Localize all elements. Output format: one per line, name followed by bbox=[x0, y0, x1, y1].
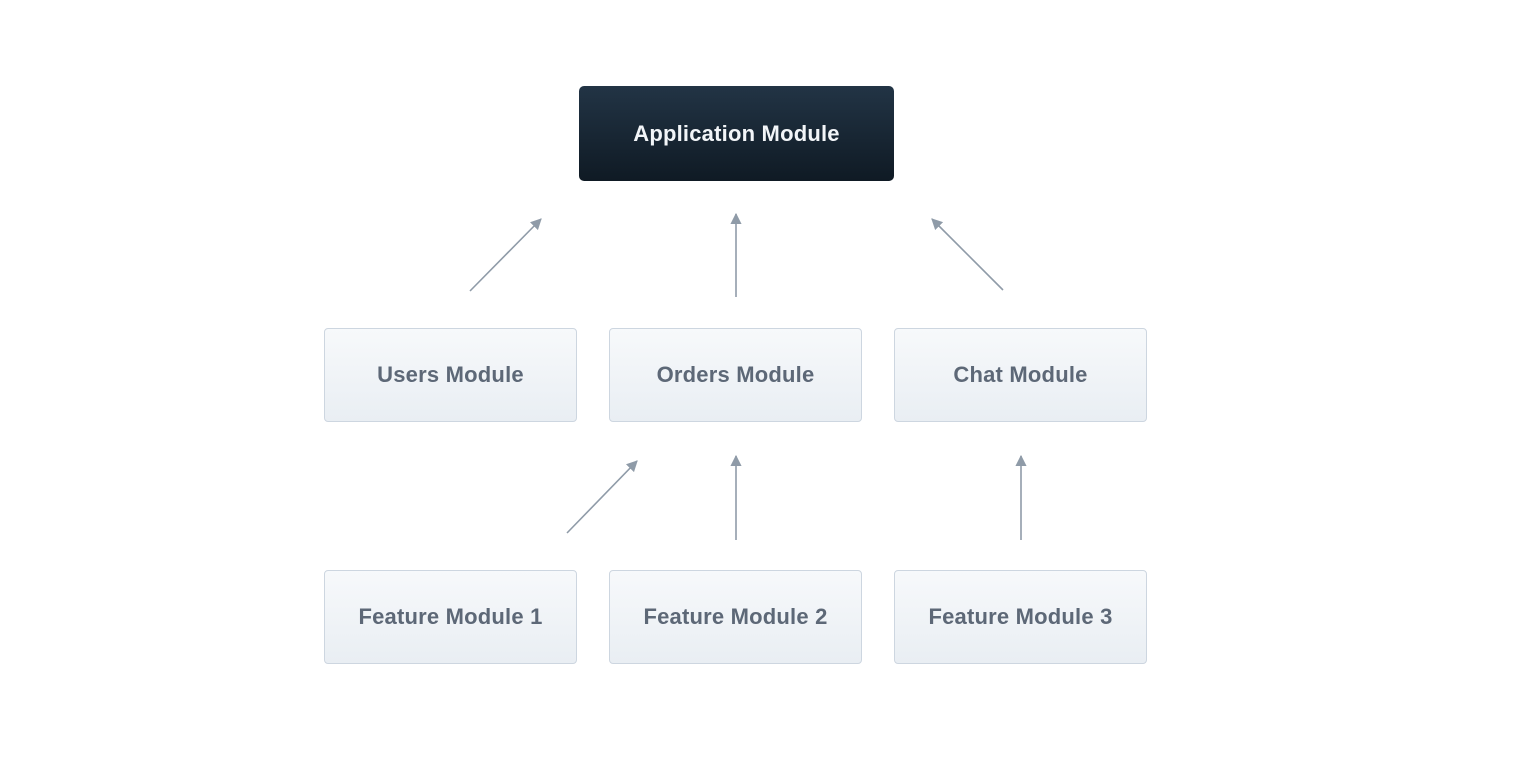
edge-users-to-application bbox=[469, 218, 542, 292]
edge-chat-to-application bbox=[931, 218, 1004, 291]
feature-module-2-label: Feature Module 2 bbox=[643, 604, 828, 629]
feature-module-1-node: Feature Module 1 bbox=[324, 570, 577, 664]
edge-feature1-to-orders bbox=[566, 460, 638, 534]
orders-module-label: Orders Module bbox=[656, 362, 815, 387]
orders-module-node: Orders Module bbox=[609, 328, 862, 422]
feature-module-3-node: Feature Module 3 bbox=[894, 570, 1147, 664]
chat-module-node: Chat Module bbox=[894, 328, 1147, 422]
users-module-node: Users Module bbox=[324, 328, 577, 422]
feature-module-1-label: Feature Module 1 bbox=[358, 604, 543, 629]
feature-module-2-node: Feature Module 2 bbox=[609, 570, 862, 664]
feature-module-3-label: Feature Module 3 bbox=[928, 604, 1113, 629]
users-module-label: Users Module bbox=[377, 362, 524, 387]
application-module-node: Application Module bbox=[579, 86, 894, 181]
application-module-label: Application Module bbox=[633, 120, 840, 146]
chat-module-label: Chat Module bbox=[953, 362, 1088, 387]
